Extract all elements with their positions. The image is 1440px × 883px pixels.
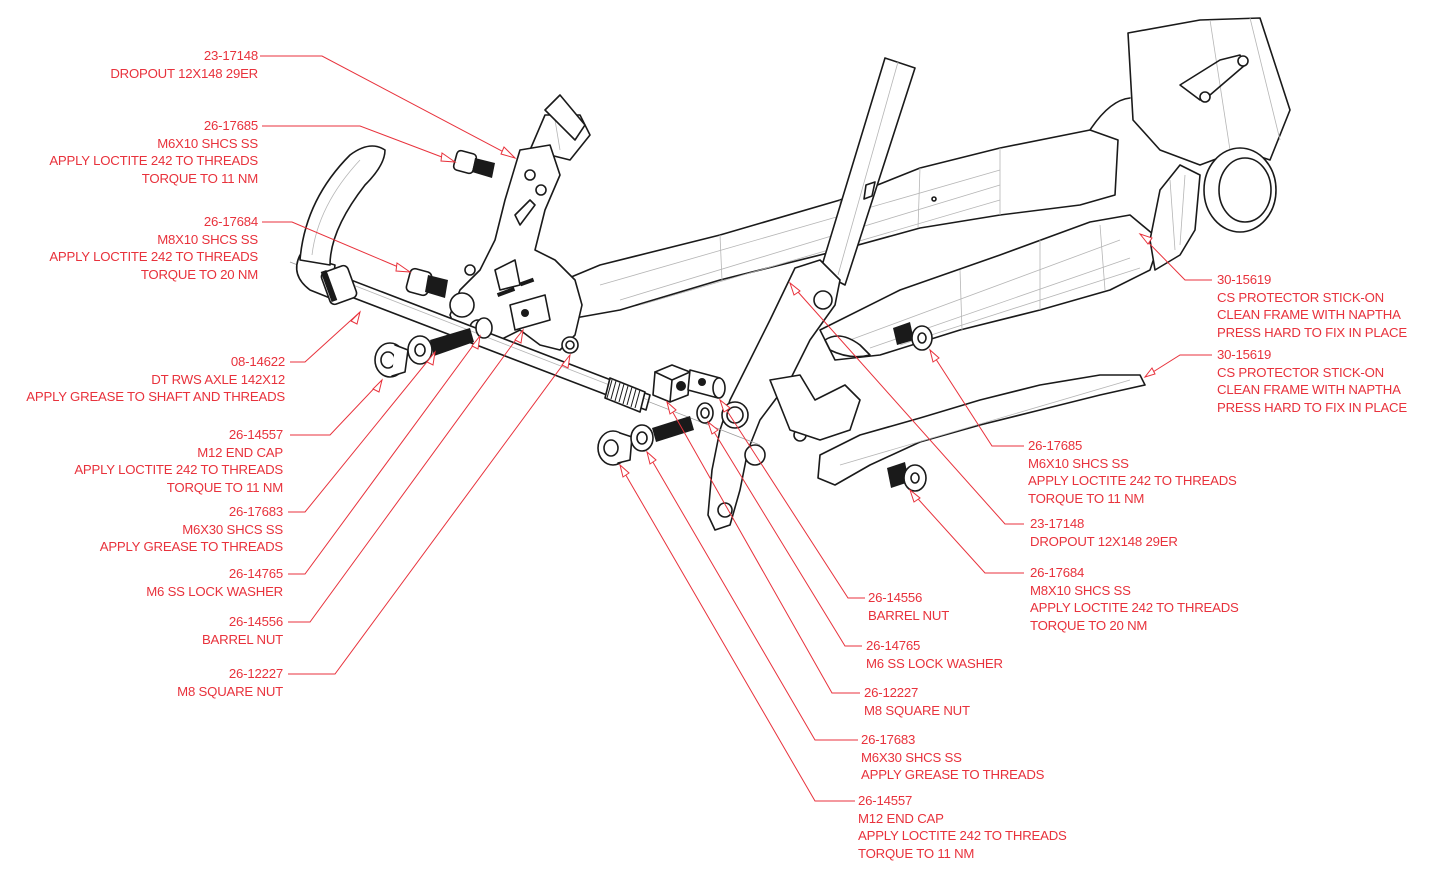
part-instruction: APPLY LOCTITE 242 TO THREADS <box>1028 473 1237 488</box>
callout-barrel-nut-right: 26-14556 BARREL NUT <box>868 589 949 624</box>
part-instruction: CLEAN FRAME WITH NAPTHA <box>1217 307 1401 322</box>
part-number: 08-14622 <box>230 354 285 369</box>
end-cap-right <box>597 430 633 466</box>
part-number: 26-14765 <box>866 638 921 653</box>
callout-square-nut-left: 26-12227 M8 SQUARE NUT <box>177 665 283 700</box>
part-instruction: APPLY LOCTITE 242 TO THREADS <box>1030 600 1239 615</box>
part-description: M12 END CAP <box>197 444 283 460</box>
leader-lines <box>260 55 1212 802</box>
bolt-m6x30-right <box>630 416 694 452</box>
part-instruction: TORQUE TO 11 NM <box>858 845 975 861</box>
part-number: 26-17684 <box>1030 565 1085 580</box>
part-description: M8X10 SHCS SS <box>157 231 258 247</box>
fasteners <box>374 149 933 492</box>
part-instruction: APPLY GREASE TO SHAFT AND THREADS <box>26 389 285 404</box>
part-description: BARREL NUT <box>201 631 283 647</box>
part-number: 26-14556 <box>868 590 923 605</box>
part-instruction: PRESS HARD TO FIX IN PLACE <box>1217 399 1407 415</box>
part-number: 26-17683 <box>228 504 283 519</box>
part-instruction: PRESS HARD TO FIX IN PLACE <box>1217 324 1407 340</box>
part-number: 26-14765 <box>228 566 283 581</box>
callout-m8x10-right: 26-17684 M8X10 SHCS SS APPLY LOCTITE 242… <box>1030 564 1239 634</box>
part-instruction: CLEAN FRAME WITH NAPTHA <box>1217 382 1401 397</box>
callout-m6x10-right: 26-17685 M6X10 SHCS SS APPLY LOCTITE 242… <box>1028 437 1237 507</box>
part-instruction: TORQUE TO 20 NM <box>140 266 258 282</box>
part-description: M6 SS LOCK WASHER <box>146 583 283 599</box>
part-description: M6X10 SHCS SS <box>157 135 258 151</box>
part-description: M6X30 SHCS SS <box>182 521 283 537</box>
part-number: 30-15619 <box>1217 347 1272 362</box>
callout-square-nut-right: 26-12227 M8 SQUARE NUT <box>864 684 970 719</box>
part-description: M6X10 SHCS SS <box>1028 455 1129 471</box>
callout-lock-washer-right: 26-14765 M6 SS LOCK WASHER <box>866 637 1003 672</box>
part-number: 26-12227 <box>228 666 283 681</box>
part-description: M12 END CAP <box>858 810 944 826</box>
callout-m6x30-right: 26-17683 M6X30 SHCS SS APPLY GREASE TO T… <box>861 731 1044 784</box>
part-number: 26-12227 <box>864 685 919 700</box>
bolt-m6x30-left <box>407 328 474 365</box>
callout-barrel-nut-left: 26-14556 BARREL NUT <box>202 613 283 648</box>
callout-m8x10-left: 26-17684 M8X10 SHCS SS APPLY LOCTITE 242… <box>49 213 258 283</box>
part-instruction: APPLY LOCTITE 242 TO THREADS <box>49 153 258 168</box>
bolt-m6x10-right <box>893 322 933 351</box>
part-description: M6X30 SHCS SS <box>861 749 962 765</box>
part-description: M8 SQUARE NUT <box>864 702 970 718</box>
part-number: 26-14557 <box>858 793 913 808</box>
part-number: 26-14556 <box>228 614 283 629</box>
part-instruction: TORQUE TO 20 NM <box>1030 617 1148 633</box>
lock-washer-left <box>475 317 493 339</box>
bolt-m8x10-right <box>887 462 927 492</box>
part-description: M8X10 SHCS SS <box>1030 582 1131 598</box>
part-number: 26-17683 <box>861 732 916 747</box>
part-number: 26-14557 <box>228 427 283 442</box>
barrel-nut <box>687 369 726 399</box>
part-instruction: APPLY GREASE TO THREADS <box>99 539 283 554</box>
callout-end-cap-right: 26-14557 M12 END CAP APPLY LOCTITE 242 T… <box>858 792 1067 862</box>
part-description: DT RWS AXLE 142X12 <box>151 371 285 387</box>
callout-cs-protector-2: 30-15619 CS PROTECTOR STICK-ON CLEAN FRA… <box>1217 346 1407 416</box>
bolt-m6x10-left <box>452 149 495 178</box>
part-number: 26-17685 <box>203 118 258 133</box>
part-instruction: APPLY LOCTITE 242 TO THREADS <box>858 828 1067 843</box>
part-description: CS PROTECTOR STICK-ON <box>1217 364 1385 380</box>
callout-lock-washer-left: 26-14765 M6 SS LOCK WASHER <box>146 565 283 600</box>
part-number: 23-17148 <box>1030 516 1085 531</box>
callout-end-cap-left: 26-14557 M12 END CAP APPLY LOCTITE 242 T… <box>74 426 283 496</box>
part-number: 26-17684 <box>203 214 258 229</box>
part-instruction: TORQUE TO 11 NM <box>141 170 258 186</box>
bolt-m8x10-left <box>405 267 448 298</box>
callout-dropout-right: 23-17148 DROPOUT 12X148 29ER <box>1030 515 1178 550</box>
part-instruction: APPLY LOCTITE 242 TO THREADS <box>74 462 283 477</box>
callout-dropout-left: 23-17148 DROPOUT 12X148 29ER <box>110 47 258 82</box>
lock-washer-right <box>696 402 714 424</box>
part-description: CS PROTECTOR STICK-ON <box>1217 289 1385 305</box>
part-instruction: TORQUE TO 11 NM <box>166 479 283 495</box>
part-description: DROPOUT 12X148 29ER <box>110 65 258 81</box>
part-number: 30-15619 <box>1217 272 1272 287</box>
part-description: DROPOUT 12X148 29ER <box>1030 533 1178 549</box>
callout-cs-protector-1: 30-15619 CS PROTECTOR STICK-ON CLEAN FRA… <box>1217 271 1407 341</box>
part-description: BARREL NUT <box>868 607 950 623</box>
part-description: M6 SS LOCK WASHER <box>866 655 1003 671</box>
part-number: 23-17148 <box>203 48 258 63</box>
part-instruction: TORQUE TO 11 NM <box>1028 490 1145 506</box>
part-number: 26-17685 <box>1028 438 1083 453</box>
part-description: M8 SQUARE NUT <box>177 683 283 699</box>
frame <box>449 17 1291 531</box>
end-cap-left <box>374 342 409 378</box>
callout-m6x10-left: 26-17685 M6X10 SHCS SS APPLY LOCTITE 242… <box>49 117 258 187</box>
square-nut <box>652 364 691 403</box>
axle <box>289 145 761 446</box>
callout-axle: 08-14622 DT RWS AXLE 142X12 APPLY GREASE… <box>26 353 285 406</box>
part-instruction: APPLY LOCTITE 242 TO THREADS <box>49 249 258 264</box>
callout-m6x30-left: 26-17683 M6X30 SHCS SS APPLY GREASE TO T… <box>100 503 283 556</box>
part-instruction: APPLY GREASE TO THREADS <box>861 767 1045 782</box>
